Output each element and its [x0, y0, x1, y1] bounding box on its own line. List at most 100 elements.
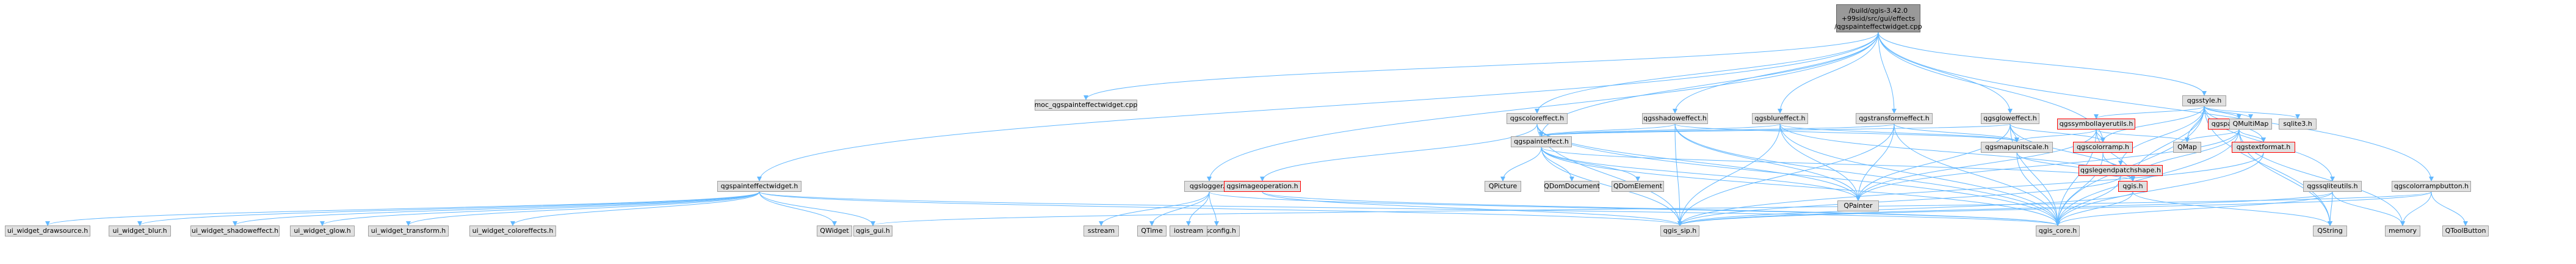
- dependency-edge: [2431, 191, 2468, 226]
- dependency-edge: [1539, 123, 1781, 137]
- dependency-edge: [759, 191, 1682, 226]
- dependency-edge: [1778, 32, 1879, 114]
- dependency-edge: [1674, 123, 1682, 226]
- dependency-edge: [1878, 32, 2013, 114]
- node-qstring[interactable]: QString: [2313, 226, 2347, 237]
- dependency-edge: [2185, 129, 2240, 142]
- node-qdomdocument[interactable]: QDomDocument: [1544, 181, 1600, 192]
- node-qgslegendpatchshape-h[interactable]: qgslegendpatchshape.h: [2079, 165, 2163, 176]
- node-qmap[interactable]: QMap: [2173, 142, 2201, 153]
- node-qgspainteffect-h[interactable]: qgspainteffect.h: [1511, 136, 1572, 147]
- node-ui-widget-transform[interactable]: ui_widget_transform.h: [368, 226, 449, 237]
- dependency-edge: [1539, 123, 1895, 137]
- dependency-edge: [1149, 191, 1210, 226]
- node-ui-widget-glow[interactable]: ui_widget_glow.h: [290, 226, 355, 237]
- node-ui-widget-blur[interactable]: ui_widget_blur.h: [109, 226, 171, 237]
- dependency-edge: [1541, 147, 2060, 226]
- node-qgsshadoweffect-h[interactable]: qgsshadoweffect.h: [1642, 113, 1708, 124]
- dependency-edge: [2400, 191, 2432, 226]
- node-qgslogger-h[interactable]: qgslogger.h: [1184, 181, 1234, 192]
- dependency-edge: [1260, 123, 1538, 182]
- dependency-edge: [1099, 191, 1210, 226]
- node-ui-widget-shadoweffect[interactable]: ui_widget_shadoweffect.h: [190, 226, 280, 237]
- dependency-edge: [2016, 152, 2135, 182]
- dependency-edge: [1674, 123, 1861, 201]
- root-file-node: /build/qgis-3.42.0 +99sid/src/gui/effect…: [1834, 4, 1922, 32]
- node-qgspainteffectwidget-h[interactable]: qgspainteffectwidget.h: [717, 181, 801, 192]
- node-qgscolorramp-h[interactable]: qgscolorramp.h: [2073, 142, 2133, 153]
- node-qgis-gui-h[interactable]: qgis_gui.h: [853, 226, 892, 237]
- dependency-edge: [2332, 191, 2405, 226]
- node-qgis-h[interactable]: qgis.h: [2118, 181, 2147, 192]
- node-qgscoloreffect-h[interactable]: qgscoloreffect.h: [1507, 113, 1568, 124]
- node-qgstransformeffect-h[interactable]: qgstransformeffect.h: [1856, 113, 1933, 124]
- dependency-edge: [137, 191, 760, 226]
- dependency-edge: [1673, 32, 1879, 114]
- node-qgsstyle-h[interactable]: qgsstyle.h: [2182, 95, 2226, 106]
- dependency-edge: [1677, 152, 2264, 226]
- node-qpainter[interactable]: QPainter: [1837, 200, 1879, 211]
- dependency-edge: [2055, 152, 2264, 226]
- dependency-edge: [1779, 123, 1861, 201]
- dependency-edge: [1677, 123, 1781, 226]
- dependency-edge: [1674, 123, 2060, 226]
- node-qgis-core-h[interactable]: qgis_core.h: [2036, 226, 2080, 237]
- dependency-edge: [1674, 123, 2019, 142]
- node-qgssqliteutils-h[interactable]: qgssqliteutils.h: [2303, 181, 2362, 192]
- dependency-edge: [1856, 129, 2240, 201]
- dependency-edge: [1209, 191, 1219, 226]
- dependency-edge: [2055, 191, 2133, 226]
- node-qmultimap[interactable]: QMultiMap: [2229, 119, 2272, 130]
- dependency-edge: [1084, 32, 1879, 100]
- dependency-edge: [2096, 129, 2105, 142]
- node-iostream[interactable]: iostream: [1170, 226, 1207, 237]
- dependency-edge: [2204, 106, 2300, 119]
- dependency-edge: [2014, 129, 2097, 142]
- dependency-edge: [1207, 32, 1879, 182]
- node-qgsmapunitscale-h[interactable]: qgsmapunitscale.h: [1981, 142, 2053, 153]
- dependency-edge: [2238, 129, 2266, 142]
- dependency-edge: [2055, 152, 2104, 226]
- dependency-edge: [45, 191, 760, 226]
- node-sstream[interactable]: sstream: [1084, 226, 1119, 237]
- dependency-edge: [2132, 191, 2332, 226]
- dependency-edge: [510, 191, 760, 226]
- dependency-edge: [1539, 123, 1676, 137]
- dependency-edge: [2100, 106, 2205, 142]
- node-qtime[interactable]: QTime: [1137, 226, 1167, 237]
- dependency-edge: [2055, 175, 2121, 226]
- node-qgis-sip-h[interactable]: qgis_sip.h: [1660, 226, 1699, 237]
- node-memory[interactable]: memory: [2385, 226, 2420, 237]
- dependency-edge: [320, 191, 760, 226]
- node-qwidget[interactable]: QWidget: [817, 226, 852, 237]
- dependency-edge: [757, 32, 1879, 182]
- node-qgstextformat-h[interactable]: qgstextformat.h: [2232, 142, 2295, 153]
- node-qdomelement[interactable]: QDomElement: [1612, 181, 1664, 192]
- dependency-edge: [1541, 147, 1682, 226]
- node-qtoolbutton[interactable]: QToolButton: [2442, 226, 2489, 237]
- dependency-edge: [1262, 191, 1682, 226]
- node-sqlite3-h[interactable]: sqlite3.h: [2279, 119, 2317, 130]
- dependency-edge: [1878, 32, 2207, 96]
- dependency-edge: [1500, 147, 1542, 182]
- dependency-edge: [1677, 191, 2333, 226]
- dependency-edge: [1779, 123, 2019, 142]
- node-qgsblureffect-h[interactable]: qgsblureffect.h: [1752, 113, 1808, 124]
- node-qgssymbollayerutils-h[interactable]: qgssymbollayerutils.h: [2057, 119, 2135, 130]
- dependency-edge: [2094, 106, 2205, 119]
- dependency-edge: [2055, 191, 2333, 226]
- node-moc-qgspainteffectwidget[interactable]: moc_qgspainteffectwidget.cpp: [1035, 100, 1137, 111]
- dependency-edge: [759, 191, 875, 226]
- dependency-edge: [2016, 152, 2060, 226]
- dependency-edge: [406, 191, 760, 226]
- dependency-edge: [1535, 32, 1879, 114]
- node-qgsgloweffect-h[interactable]: qgsgloweffect.h: [1981, 113, 2039, 124]
- node-qgsimageoperation-h[interactable]: qgsimageoperation.h: [1224, 181, 1301, 192]
- node-qgscolorrampbutton-h[interactable]: qgscolorrampbutton.h: [2392, 181, 2471, 192]
- dependency-edge: [1856, 123, 2011, 201]
- dependency-edge: [1856, 123, 1895, 201]
- node-ui-widget-drawsource[interactable]: ui_widget_drawsource.h: [5, 226, 90, 237]
- node-qpicture[interactable]: QPicture: [1485, 181, 1521, 192]
- node-ui-widget-coloreffects[interactable]: ui_widget_coloreffects.h: [469, 226, 556, 237]
- dependency-edge: [1539, 123, 2011, 137]
